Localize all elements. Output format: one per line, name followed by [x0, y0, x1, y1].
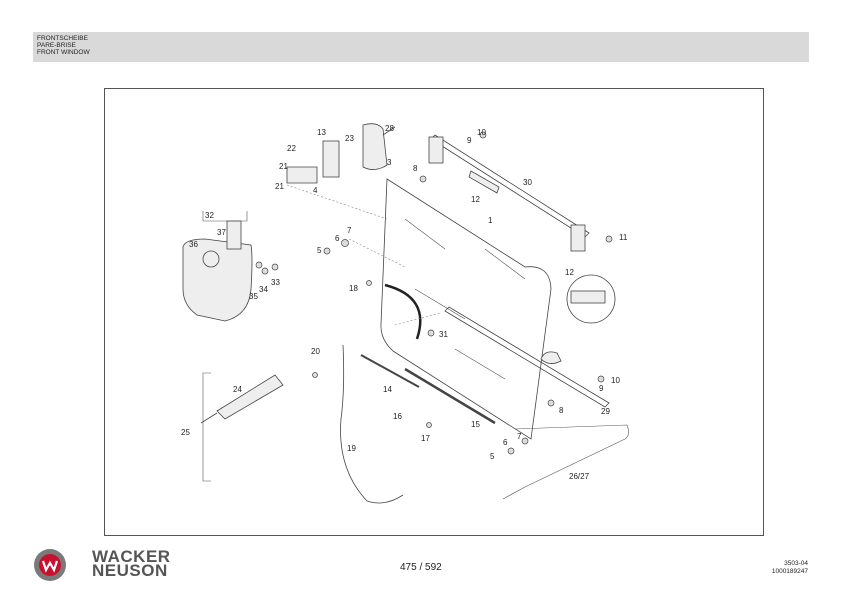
callout-18: 18 — [349, 284, 358, 293]
callout-7a: 7 — [347, 226, 352, 235]
callout-32: 32 — [205, 211, 214, 220]
wiper-arm-curve — [384, 283, 422, 340]
doc-code-2: 1000189247 — [771, 567, 808, 575]
fastener-group — [255, 131, 613, 455]
callout-22: 22 — [287, 144, 296, 153]
callout-3: 3 — [387, 158, 392, 167]
brand-line-1: WACKER — [92, 547, 171, 566]
callout-5a: 5 — [317, 246, 322, 255]
callout-17: 17 — [421, 434, 430, 443]
callout-13: 13 — [317, 128, 326, 137]
wiper-motor — [322, 140, 340, 178]
detail-circle — [566, 274, 616, 324]
callout-15: 15 — [471, 420, 480, 429]
kit-bracket — [502, 424, 629, 500]
brand-name: WACKER NEUSON — [92, 547, 171, 580]
motor-cover — [362, 123, 388, 170]
callout-20: 20 — [311, 347, 320, 356]
lower-wiper-rail — [444, 306, 610, 408]
document-code: 3503-04 1000189247 — [772, 560, 808, 575]
washer-tank — [182, 238, 253, 322]
rail-handle — [540, 351, 562, 364]
callout-36: 36 — [189, 240, 198, 249]
tank-cap — [202, 250, 220, 268]
callout-19: 19 — [347, 444, 356, 453]
title-fr: PARE-BRISE — [37, 42, 76, 49]
doc-code-1: 3503-04 — [784, 560, 808, 567]
windscreen-pane — [380, 178, 552, 440]
callout-30: 30 — [523, 178, 532, 187]
callout-11: 11 — [619, 233, 628, 242]
wacker-neuson-logo — [33, 548, 67, 582]
callout-37: 37 — [217, 228, 226, 237]
section-header: FRONTSCHEIBE PARE-BRISE FRONT WINDOW — [33, 32, 809, 62]
callout-21b: 21 — [275, 182, 284, 191]
top-wiper-rail — [430, 134, 590, 238]
callout-6a: 6 — [335, 234, 340, 243]
exploded-parts-diagram: 1 3 4 5 5 6 6 7 7 8 8 9 9 10 10 11 12 12… — [181, 123, 629, 504]
detail-seal — [570, 290, 606, 304]
washer-hose — [340, 344, 404, 504]
callout-7b: 7 — [517, 432, 522, 441]
callout-8b: 8 — [559, 406, 564, 415]
callout-26-27: 26/27 — [569, 472, 590, 481]
title-en: FRONT WINDOW — [37, 49, 90, 56]
callout-23: 23 — [345, 134, 354, 143]
washer-pump — [226, 220, 242, 250]
rail-guide — [468, 170, 500, 194]
wiper-blade — [404, 367, 496, 425]
callout-12b: 12 — [565, 268, 574, 277]
title-de: FRONTSCHEIBE — [37, 35, 88, 42]
motor-bracket — [286, 166, 318, 184]
sealant-tube — [216, 374, 284, 420]
callout-33: 33 — [271, 278, 280, 287]
callout-5b: 5 — [490, 452, 495, 461]
callout-9b: 9 — [599, 384, 604, 393]
callout-6b: 6 — [503, 438, 508, 447]
callout-28: 28 — [385, 124, 394, 133]
rail-bracket-top — [428, 136, 444, 164]
callout-35: 35 — [249, 292, 258, 301]
callout-14: 14 — [383, 385, 392, 394]
parts-diagram-frame: 1 3 4 5 5 6 6 7 7 8 8 9 9 10 10 11 12 12… — [104, 88, 764, 536]
callout-12a: 12 — [471, 195, 480, 204]
callout-10b: 10 — [611, 376, 620, 385]
callout-4: 4 — [313, 186, 318, 195]
callout-31: 31 — [439, 330, 448, 339]
callout-25: 25 — [181, 428, 190, 437]
callout-1: 1 — [488, 216, 493, 225]
rail-bracket-bottom — [570, 224, 586, 252]
callout-9a: 9 — [467, 136, 472, 145]
callout-24: 24 — [233, 385, 242, 394]
callout-8a: 8 — [413, 164, 418, 173]
page-number: 475 / 592 — [400, 562, 442, 573]
callout-10a: 10 — [477, 128, 486, 137]
wiper-arm — [360, 354, 420, 388]
callout-29: 29 — [601, 407, 610, 416]
callout-21a: 21 — [279, 162, 288, 171]
callout-16: 16 — [393, 412, 402, 421]
callout-34: 34 — [259, 285, 268, 294]
brand-line-2: NEUSON — [92, 561, 168, 580]
